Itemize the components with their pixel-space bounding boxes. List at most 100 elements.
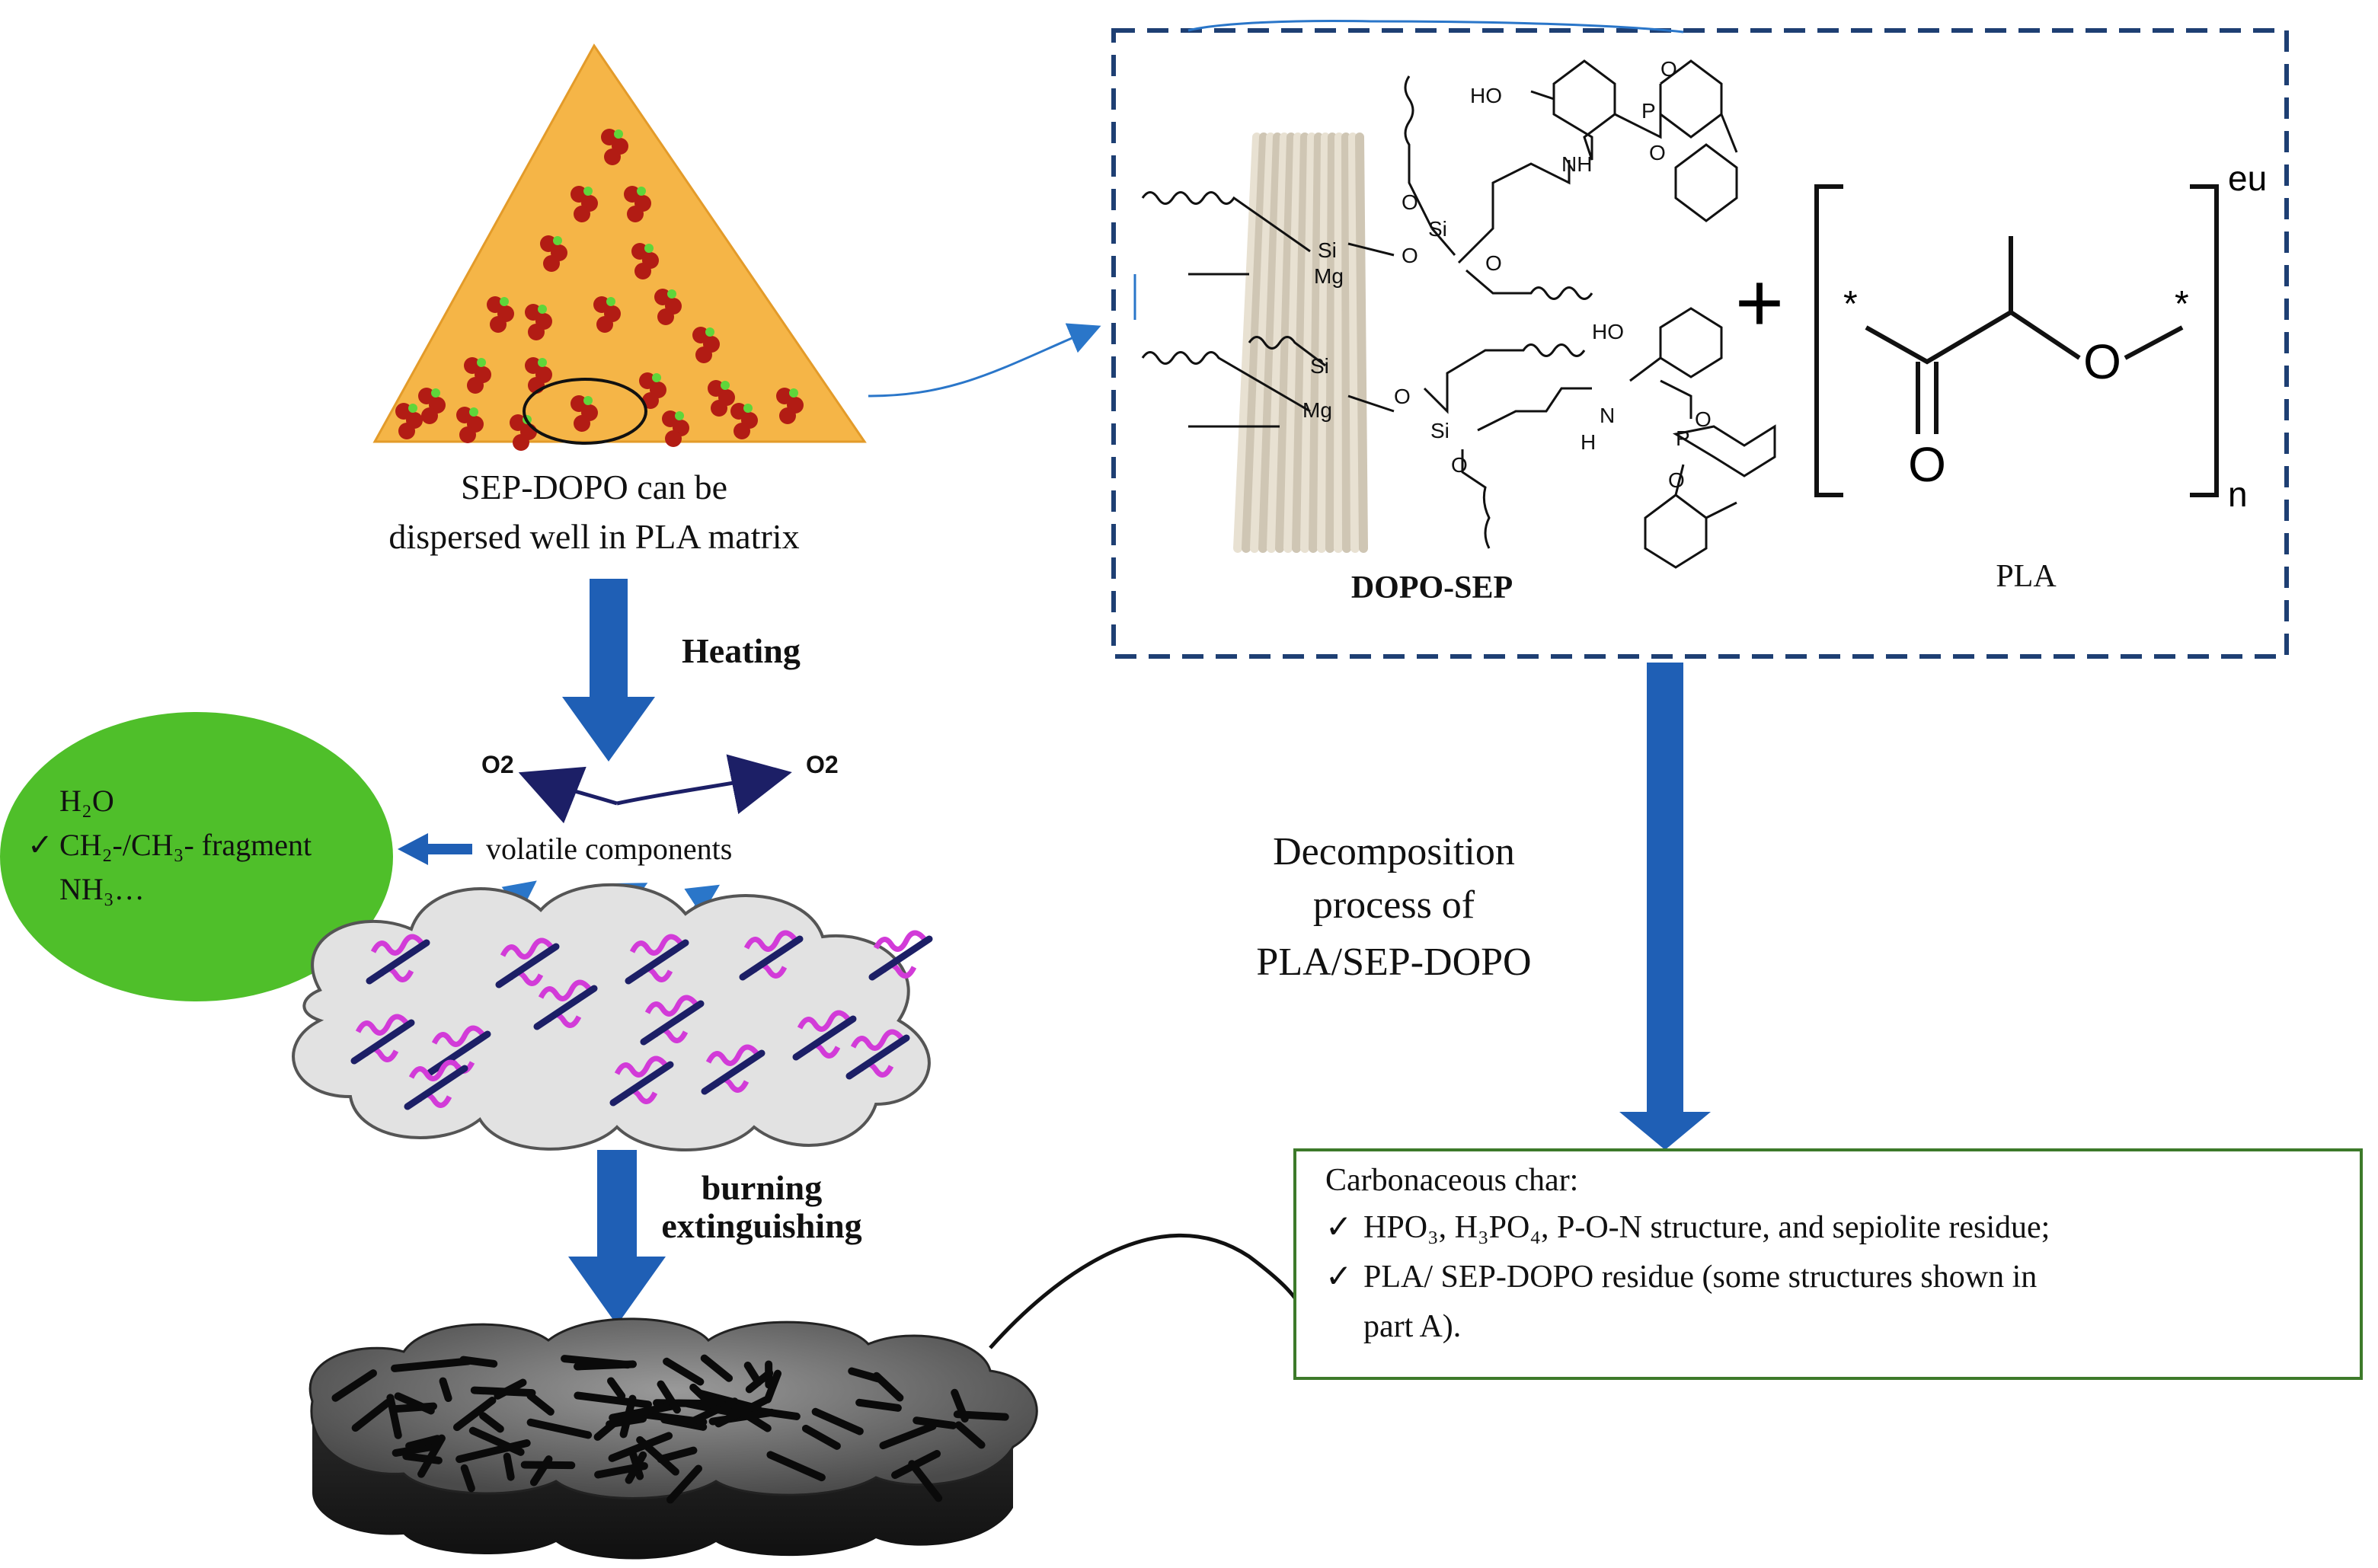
repeat-subscript-n: n: [2228, 474, 2248, 514]
burning-label: burning: [702, 1168, 823, 1207]
si-bottom: Si: [1430, 419, 1449, 442]
char-fiber: [394, 1392, 435, 1415]
fiber-rod: [533, 985, 598, 1030]
char-fiber: [460, 1464, 475, 1493]
extinguishing-label: extinguishing: [661, 1206, 861, 1245]
char-fiber: [351, 1398, 392, 1432]
char-fiber: [872, 1372, 904, 1402]
right-bracket: [2190, 184, 2219, 497]
fiber-rod: [366, 939, 430, 985]
structure-box: [1111, 28, 2289, 659]
nh-top: NH: [1561, 152, 1592, 176]
o-top-ring: O: [1649, 141, 1666, 164]
particle-dot: [652, 373, 661, 382]
char-fiber: [479, 1412, 504, 1433]
char-item1: HPO₃, H₃PO₄, P-O-N structure, and sepiol…: [1363, 1210, 2050, 1245]
char-fiber: [529, 1455, 553, 1487]
n-bottom: N: [1600, 404, 1615, 427]
fiber-rod: [701, 1049, 765, 1095]
fiber-rod: [845, 1034, 910, 1080]
dopo-sep-label: DOPO-SEP: [1351, 570, 1513, 605]
char-fiber: [503, 1452, 515, 1481]
char-leader-line: [989, 1233, 1305, 1349]
char-fiber: [468, 1426, 525, 1456]
melt-cloud: [292, 883, 933, 1151]
particle: [711, 400, 727, 417]
sepiolite-fiber: [1233, 133, 1261, 553]
volatile-label: volatile components: [486, 832, 732, 866]
o-top-b: O: [1402, 244, 1418, 267]
char-fiber: [391, 1357, 472, 1372]
decomposition-line2: process of: [1313, 883, 1475, 927]
repeat-superscript: eu: [2228, 158, 2267, 198]
char-item2-check: ✓: [1325, 1260, 1352, 1295]
char-fiber: [607, 1377, 626, 1400]
o-top-pdbl: O: [1660, 57, 1677, 81]
char-fiber: [763, 1369, 782, 1404]
fragment-check: ✓: [27, 828, 53, 862]
char-fiber: [594, 1462, 648, 1479]
particle: [467, 377, 484, 394]
particle-dot: [553, 236, 562, 245]
particle: [665, 430, 682, 447]
particle-dot: [431, 388, 440, 398]
char-fiber: [405, 1435, 442, 1450]
char-fiber: [526, 1418, 593, 1439]
char-fiber: [766, 1451, 826, 1482]
pla-repeat-unit: [1814, 184, 2219, 497]
connector-arrow: [868, 323, 1101, 398]
sepiolite-fiber: [1258, 133, 1282, 553]
o2-left-label: O2: [481, 751, 514, 778]
particle-dot: [675, 411, 684, 420]
carbonyl-oxygen: O: [1908, 437, 1946, 492]
fiber-rod: [404, 1065, 468, 1110]
particle: [490, 316, 507, 333]
particle-dot: [614, 129, 623, 139]
char-fiber: [913, 1416, 957, 1429]
particle: [657, 308, 674, 325]
char-fiber: [561, 1355, 632, 1369]
sepiolite-fiber: [1283, 133, 1302, 553]
particle-dot: [583, 187, 593, 196]
char-layer: [308, 1317, 1038, 1560]
particle: [543, 255, 560, 272]
particle: [596, 316, 613, 333]
particle: [459, 426, 476, 443]
si-bundle-top: Si: [1318, 238, 1337, 262]
fiber-rod: [427, 1030, 491, 1076]
o2-right-label: O2: [806, 751, 839, 778]
char-fiber: [657, 1380, 681, 1414]
particle-dot: [538, 358, 547, 367]
char-fiber: [801, 1424, 841, 1450]
char-fiber: [811, 1407, 864, 1435]
char-fiber: [608, 1432, 673, 1462]
decomposition-line1: Decomposition: [1273, 830, 1515, 873]
oxygen-arc-right: [616, 754, 792, 814]
heating-label: Heating: [682, 631, 801, 670]
o-top-a: O: [1402, 190, 1418, 214]
sepiolite-fiber: [1267, 133, 1289, 553]
particle-dot: [667, 289, 676, 299]
star-right: *: [2175, 284, 2189, 324]
char-fiber: [908, 1460, 943, 1503]
char-result-box: [1293, 1148, 2363, 1380]
char-fiber: [879, 1422, 937, 1450]
sepiolite-fiber: [1341, 133, 1351, 553]
mg-bundle-bottom: Mg: [1302, 398, 1332, 422]
sepiolite-fiber: [1292, 133, 1309, 553]
char-fiber: [606, 1415, 647, 1429]
particle: [398, 423, 415, 439]
h-bottom: H: [1581, 430, 1596, 454]
particle-dot: [644, 244, 654, 253]
char-fiber: [954, 1421, 986, 1449]
sep-dopo-particles: [395, 129, 804, 451]
ho-bottom: HO: [1592, 320, 1624, 343]
sepiolite-fiber-bundle: [1233, 133, 1368, 553]
highlight-circle: [523, 378, 647, 445]
char-fiber: [663, 1357, 705, 1386]
pla-matrix-triangle: [372, 43, 867, 451]
star-left: *: [1843, 284, 1858, 324]
oxygen-arc-left: [518, 766, 618, 824]
dopo-sep-structure: [1141, 59, 1776, 569]
